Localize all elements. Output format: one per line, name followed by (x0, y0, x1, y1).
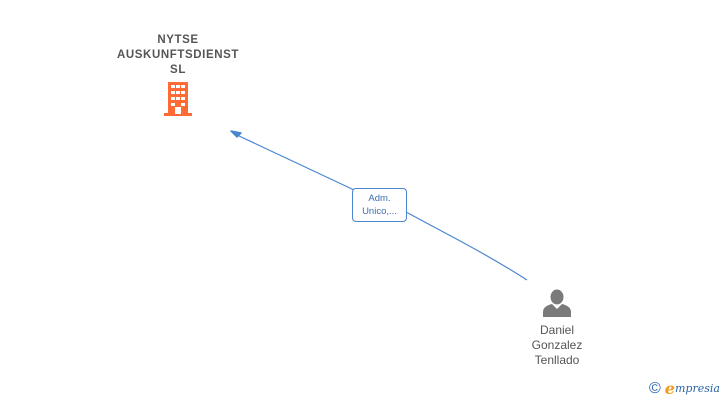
person-name-line: Daniel (539, 323, 575, 337)
person-name[interactable]: Daniel Gonzalez Tenllado (505, 323, 609, 368)
relation-label[interactable]: Adm. Unico,... (352, 188, 407, 222)
company-name-line: SL (170, 64, 186, 76)
building-icon[interactable] (163, 82, 193, 116)
company-name[interactable]: NYTSE AUSKUNFTSDIENST SL (108, 33, 248, 78)
person-name-line: Tenllado (534, 353, 580, 367)
person-icon[interactable] (542, 289, 572, 317)
relation-edge-line (236, 134, 528, 281)
brand-watermark: © e mpresia (649, 379, 720, 399)
brand-logo-letter: e (664, 379, 675, 398)
relation-label-line: Adm. (368, 193, 391, 204)
person-name-line: Gonzalez (531, 338, 583, 352)
person-node[interactable]: Daniel Gonzalez Tenllado (505, 289, 609, 368)
relation-label-line: Unico,... (362, 206, 397, 217)
company-name-line: NYTSE (157, 34, 199, 46)
company-name-line: AUSKUNFTSDIENST (116, 49, 240, 61)
company-node[interactable]: NYTSE AUSKUNFTSDIENST SL (108, 33, 248, 116)
copyright-icon: © (649, 380, 661, 397)
brand-logo-text: mpresia (674, 382, 720, 395)
arrow-head-icon (230, 130, 242, 138)
